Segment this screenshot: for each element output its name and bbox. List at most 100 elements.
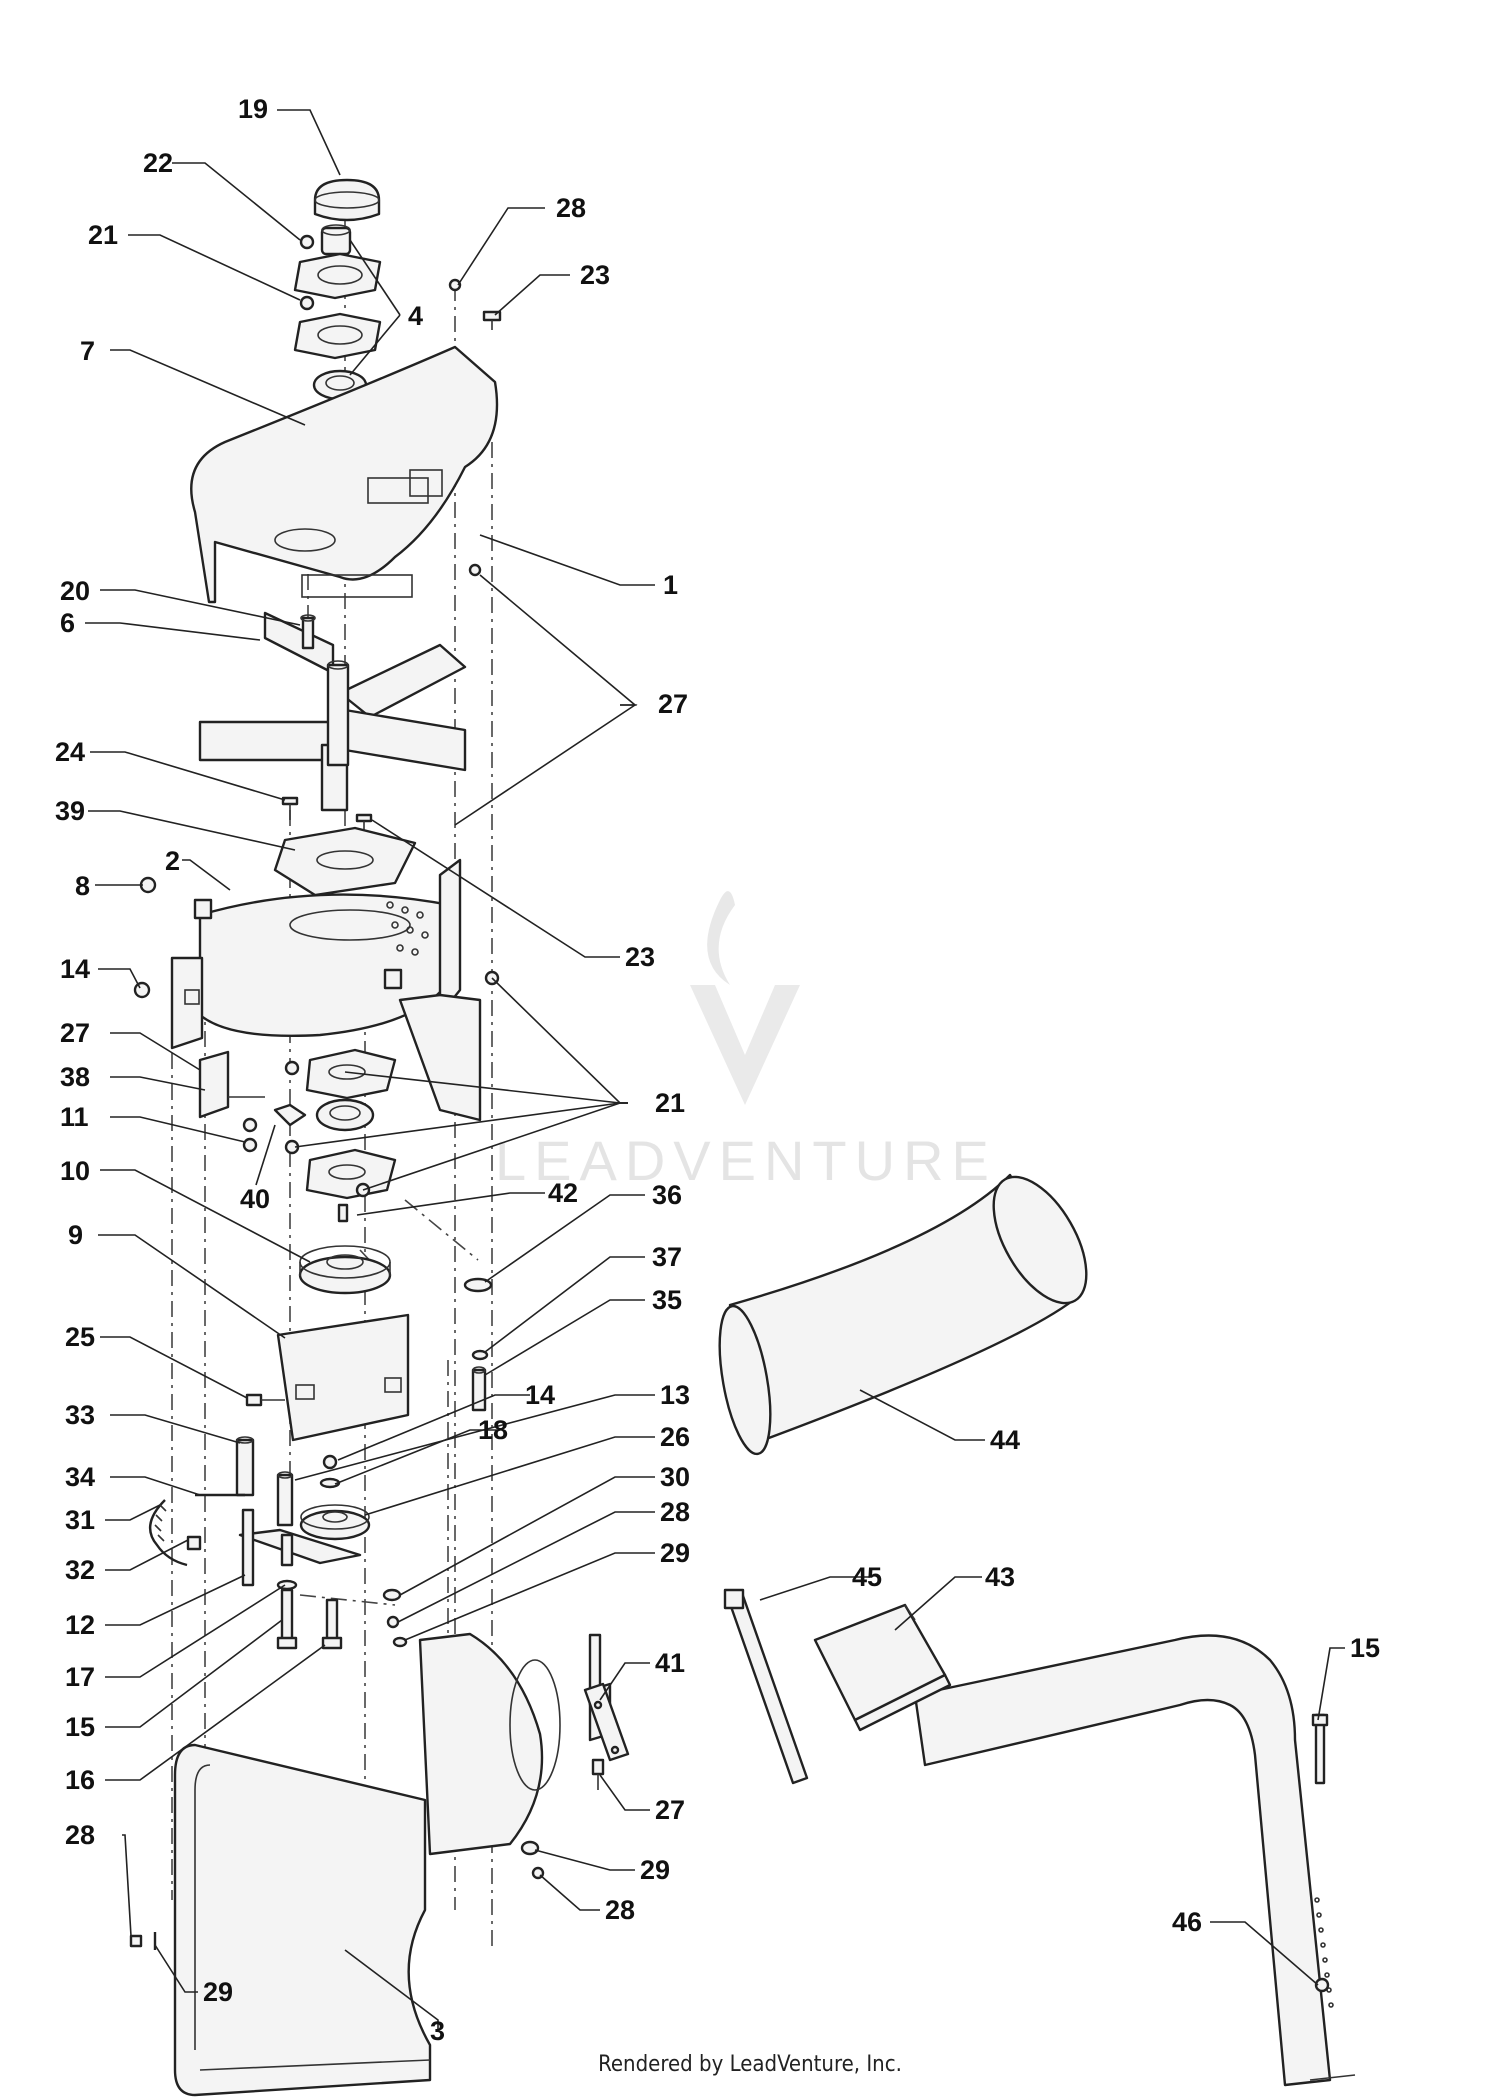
bracket-38 bbox=[198, 1050, 265, 1133]
flange-plate-upper-b bbox=[293, 312, 382, 360]
bolt-15-handle bbox=[1311, 1713, 1329, 1785]
hex-nut-21-top bbox=[299, 295, 315, 311]
bolt-23-top bbox=[482, 310, 502, 330]
callout-2: 2 bbox=[165, 846, 180, 876]
callout-27: 27 bbox=[655, 1795, 685, 1825]
callout-3: 3 bbox=[430, 2016, 445, 2046]
callout-18: 18 bbox=[478, 1415, 508, 1445]
bolt-20 bbox=[300, 614, 316, 650]
callout-4: 4 bbox=[408, 301, 423, 331]
washer-37 bbox=[471, 1349, 489, 1361]
watermark-text: LEADVENTURE bbox=[495, 1129, 997, 1192]
spacer-33 bbox=[235, 1436, 255, 1497]
bolt-15 bbox=[276, 1588, 298, 1650]
chute-base-3 bbox=[173, 1632, 612, 2097]
callout-41: 41 bbox=[655, 1648, 685, 1678]
callout-20: 20 bbox=[60, 576, 90, 606]
callout-39: 39 bbox=[55, 796, 85, 826]
hex-nut-22 bbox=[299, 234, 315, 250]
handle-tube bbox=[913, 1634, 1356, 2087]
callout-36: 36 bbox=[652, 1180, 682, 1210]
callout-37: 37 bbox=[652, 1242, 682, 1272]
nut-32 bbox=[186, 1535, 202, 1551]
callout-11: 11 bbox=[60, 1102, 89, 1132]
callout-44: 44 bbox=[990, 1425, 1020, 1455]
spacer-plate-39 bbox=[273, 826, 417, 897]
washer-29-low bbox=[520, 1840, 540, 1856]
callout-27: 27 bbox=[658, 689, 688, 719]
washer-36 bbox=[463, 1277, 493, 1293]
callout-12: 12 bbox=[65, 1610, 95, 1640]
hopper-43 bbox=[813, 1603, 952, 1732]
callout-29: 29 bbox=[203, 1977, 233, 2007]
dust-cap-19 bbox=[313, 178, 381, 222]
spacer-18 bbox=[276, 1471, 294, 1527]
callout-25: 25 bbox=[65, 1322, 95, 1352]
callout-14: 14 bbox=[60, 954, 90, 984]
flange-plate-21-lower-a bbox=[305, 1048, 397, 1100]
callout-21: 21 bbox=[655, 1088, 685, 1118]
callout-43: 43 bbox=[985, 1562, 1015, 1592]
callout-1: 1 bbox=[663, 570, 678, 600]
callout-29: 29 bbox=[640, 1855, 670, 1885]
nut-11 bbox=[242, 1137, 258, 1153]
callout-6: 6 bbox=[60, 608, 75, 638]
mount-plate-8 bbox=[133, 876, 204, 1050]
callout-22: 22 bbox=[143, 148, 173, 178]
callout-35: 35 bbox=[652, 1285, 682, 1315]
impeller-6 bbox=[198, 611, 467, 812]
callout-28: 28 bbox=[660, 1497, 690, 1527]
callout-31: 31 bbox=[65, 1505, 95, 1535]
idler-arm-12 bbox=[238, 1508, 362, 1587]
idler-pulley-26 bbox=[299, 1504, 371, 1541]
nut-46 bbox=[1314, 1977, 1330, 1993]
callout-labels: 19 22 21 7 4 28 23 1 20 6 27 24 39 2 8 2… bbox=[55, 94, 1380, 2046]
callout-13: 13 bbox=[660, 1380, 690, 1410]
top-cover-1 bbox=[190, 345, 499, 604]
callout-28: 28 bbox=[65, 1820, 95, 1850]
nut-28-top bbox=[448, 278, 462, 292]
callout-33: 33 bbox=[65, 1400, 95, 1430]
callout-17: 17 bbox=[65, 1662, 95, 1692]
callout-19: 19 bbox=[238, 94, 268, 124]
callout-10: 10 bbox=[60, 1156, 90, 1186]
leader-lines bbox=[85, 109, 1345, 2030]
callout-15: 15 bbox=[65, 1712, 95, 1742]
callout-23: 23 bbox=[580, 260, 610, 290]
callout-46: 46 bbox=[1172, 1907, 1202, 1937]
callout-32: 32 bbox=[65, 1555, 95, 1585]
callout-23: 23 bbox=[625, 942, 655, 972]
belt-guard-9 bbox=[276, 1313, 410, 1442]
flange-plate-21-lower-b bbox=[305, 1148, 397, 1200]
bearing-lower bbox=[315, 1098, 375, 1132]
nut-21-lower bbox=[284, 970, 500, 1198]
callout-15: 15 bbox=[1350, 1633, 1380, 1663]
bolt-25 bbox=[245, 1393, 285, 1407]
washer-29-mid bbox=[392, 1636, 408, 1648]
callout-38: 38 bbox=[60, 1062, 90, 1092]
nut-28-left bbox=[129, 1934, 143, 1948]
callout-14: 14 bbox=[525, 1380, 555, 1410]
callout-8: 8 bbox=[75, 871, 90, 901]
spring-31 bbox=[148, 1499, 188, 1567]
callout-40: 40 bbox=[240, 1184, 270, 1214]
bolt-27-low bbox=[591, 1758, 605, 1790]
plate-41 bbox=[583, 1682, 630, 1762]
flange-plate-21 bbox=[293, 252, 382, 300]
callout-45: 45 bbox=[852, 1562, 882, 1592]
callout-34: 34 bbox=[65, 1462, 95, 1492]
footer-credit: Rendered by LeadVenture, Inc. bbox=[598, 2052, 902, 2077]
callout-21: 21 bbox=[88, 220, 118, 250]
callout-28: 28 bbox=[556, 193, 586, 223]
callout-28: 28 bbox=[605, 1895, 635, 1925]
blower-housing-2 bbox=[193, 858, 482, 1122]
nut-14-lower bbox=[322, 1454, 338, 1470]
hose-44 bbox=[718, 1173, 1088, 1456]
callout-42: 42 bbox=[548, 1178, 578, 1208]
washer-30 bbox=[382, 1588, 402, 1602]
key-42 bbox=[337, 1203, 349, 1223]
callout-30: 30 bbox=[660, 1462, 690, 1492]
callout-27: 27 bbox=[60, 1018, 90, 1048]
clip-40 bbox=[273, 1103, 307, 1127]
